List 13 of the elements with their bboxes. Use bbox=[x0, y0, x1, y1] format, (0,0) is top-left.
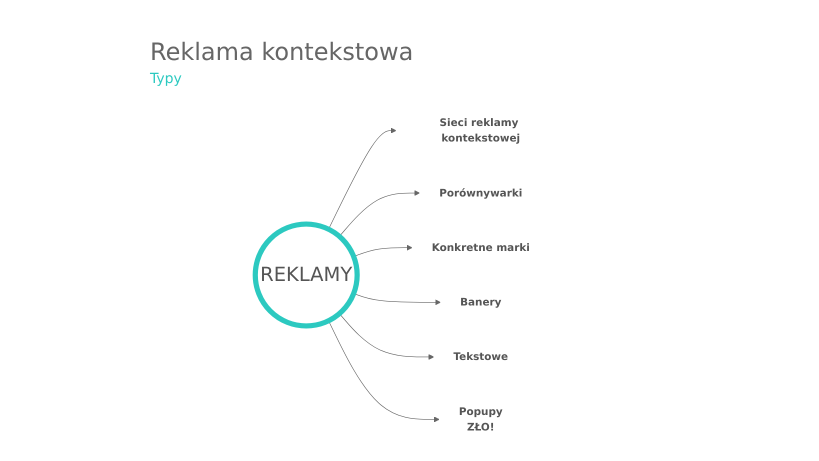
node-text: Porównywarki bbox=[438, 186, 522, 199]
node-text: Tekstowe bbox=[453, 350, 508, 363]
subtitle: Typy bbox=[150, 71, 182, 87]
node-circle: REKLAMY bbox=[252, 221, 360, 329]
arrow bbox=[328, 128, 396, 230]
arrow bbox=[328, 320, 440, 422]
arrow bbox=[338, 190, 420, 237]
node-text: Popupy ZŁO! bbox=[458, 405, 502, 434]
node-text: Banery bbox=[460, 296, 502, 308]
arrow bbox=[338, 313, 434, 360]
node-text: Konkretne marki bbox=[431, 241, 530, 254]
title: Reklama kontekstowa bbox=[150, 38, 414, 66]
node-text: Sieci reklamy kontekstowej bbox=[439, 116, 520, 144]
